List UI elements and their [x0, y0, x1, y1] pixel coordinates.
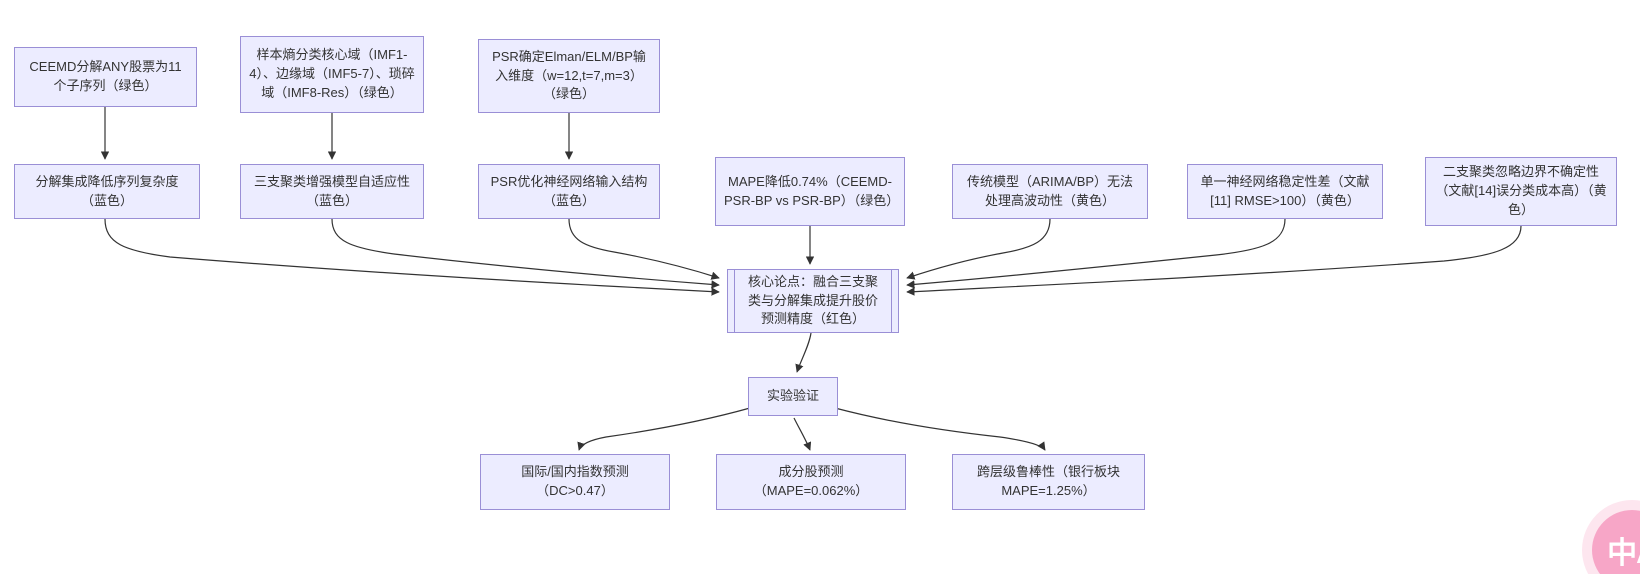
node-mape-reduce: MAPE降低0.74%（CEEMD-PSR-BP vs PSR-BP）（绿色） — [715, 157, 905, 226]
node-two-way-clustering: 二支聚类忽略边界不确定性（文献[14]误分类成本高）（黄色） — [1425, 157, 1617, 226]
node-label: 传统模型（ARIMA/BP）无法处理高波动性（黄色） — [966, 173, 1134, 208]
node-label: 实验验证 — [766, 388, 819, 404]
node-label: PSR优化神经网络输入结构（蓝色） — [490, 173, 648, 208]
edge-core-to-experiment — [795, 332, 812, 373]
node-constituent-prediction: 成分股预测（MAPE=0.062%） — [716, 454, 906, 510]
node-psr-optimize: PSR优化神经网络输入结构（蓝色） — [478, 164, 660, 219]
node-three-way-clustering: 三支聚类增强模型自适应性（蓝色） — [240, 164, 424, 219]
node-ceemd-decompose: CEEMD分解ANY股票为11个子序列（绿色） — [14, 47, 197, 107]
node-label: 国际/国内指数预测（DC>0.47） — [521, 464, 629, 498]
edge-traditional-to-core — [906, 218, 1051, 280]
node-sample-entropy: 样本熵分类核心域（IMF1-4）、边缘域（IMF5-7）、琐碎域（IMF8-Re… — [240, 36, 424, 113]
edge-twoway-to-core — [906, 225, 1522, 296]
edge-experiment-to-index — [577, 407, 751, 451]
edge-experiment-to-robustness — [834, 407, 1046, 451]
subroutine-line-right — [891, 270, 892, 332]
node-label: 分解集成降低序列复杂度（蓝色） — [35, 173, 179, 208]
edge-clustering-to-core — [331, 218, 720, 289]
node-experiment: 实验验证 — [748, 377, 838, 416]
node-label: MAPE降低0.74%（CEEMD-PSR-BP vs PSR-BP）（绿色） — [724, 173, 900, 208]
node-single-nn: 单一神经网络稳定性差（文献[11] RMSE>100）（黄色） — [1187, 164, 1383, 219]
node-label: PSR确定Elman/ELM/BP输入维度（w=12,t=7,m=3）（绿色） — [492, 48, 646, 102]
node-decomposition-ensemble: 分解集成降低序列复杂度（蓝色） — [14, 164, 200, 219]
node-index-prediction: 国际/国内指数预测（DC>0.47） — [480, 454, 670, 510]
node-label: 样本熵分类核心域（IMF1-4）、边缘域（IMF5-7）、琐碎域（IMF8-Re… — [249, 47, 415, 100]
node-label: 三支聚类增强模型自适应性（蓝色） — [253, 173, 410, 208]
node-core-thesis: 核心论点：融合三支聚类与分解集成提升股价预测精度（红色） — [727, 269, 899, 333]
node-label: 核心论点：融合三支聚类与分解集成提升股价预测精度（红色） — [747, 273, 878, 327]
node-label: CEEMD分解ANY股票为11个子序列（绿色） — [29, 59, 182, 93]
node-label: 成分股预测（MAPE=0.062%） — [753, 464, 869, 498]
node-label: 二支聚类忽略边界不确定性（文献[14]误分类成本高）（黄色） — [1435, 164, 1607, 217]
edge-singlenn-to-core — [906, 218, 1286, 289]
node-label: 单一神经网络稳定性差（文献[11] RMSE>100）（黄色） — [1200, 173, 1370, 208]
node-traditional-model: 传统模型（ARIMA/BP）无法处理高波动性（黄色） — [952, 164, 1148, 219]
node-psr-dimension: PSR确定Elman/ELM/BP输入维度（w=12,t=7,m=3）（绿色） — [478, 39, 660, 113]
edge-ensemble-to-core — [104, 218, 720, 296]
edge-psropt-to-core — [568, 218, 720, 280]
subroutine-line-left — [734, 270, 735, 332]
translate-icon: 中A — [1607, 537, 1640, 570]
translate-badge-button[interactable]: 中A — [1592, 510, 1640, 574]
node-label: 跨层级鲁棒性（银行板块MAPE=1.25%） — [976, 464, 1120, 498]
node-cross-level-robustness: 跨层级鲁棒性（银行板块MAPE=1.25%） — [952, 454, 1145, 510]
edge-experiment-to-constituent — [793, 417, 812, 451]
